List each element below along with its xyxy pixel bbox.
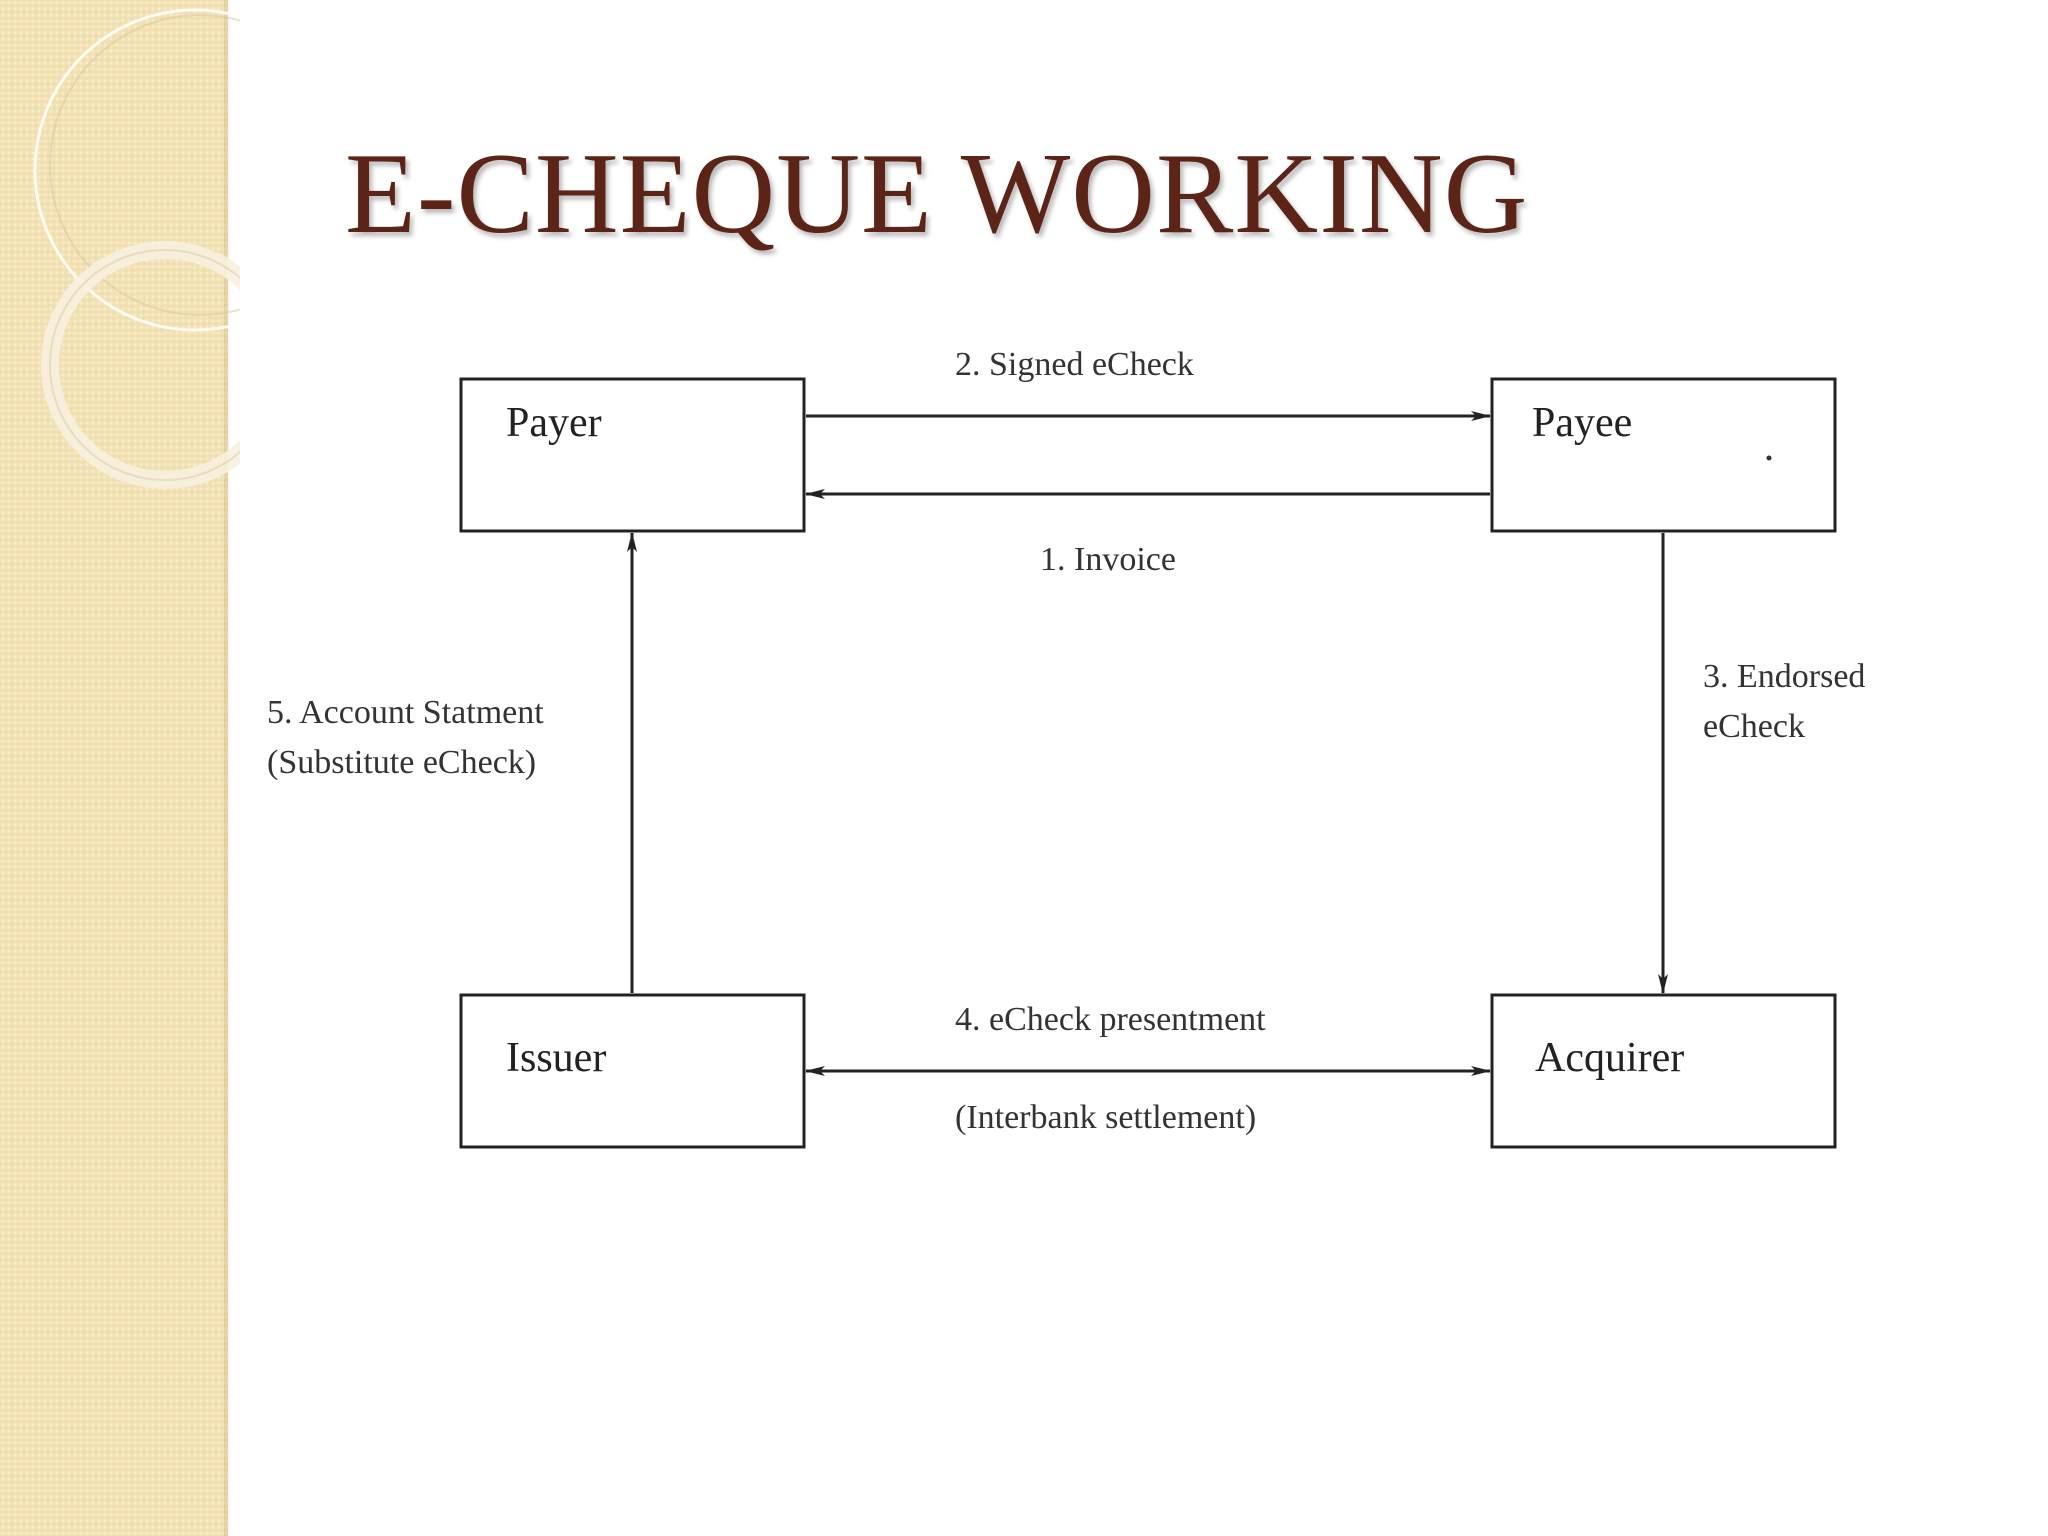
- node-payer: Payer: [459, 377, 806, 533]
- edge-endorsed-echeck: 3. Endorsed eCheck: [1658, 533, 1865, 994]
- invoice-label: 1. Invoice: [1040, 541, 1176, 578]
- account-statement-label-line1: 5. Account Statment: [267, 694, 544, 731]
- payer-label: Payer: [506, 400, 602, 446]
- payer-box: [459, 377, 806, 533]
- endorsed-echeck-label-line2: eCheck: [1703, 708, 1805, 745]
- node-acquirer: Acquirer: [1490, 993, 1837, 1149]
- issuer-box: [459, 993, 806, 1149]
- payee-box: [1490, 377, 1837, 533]
- issuer-label: Issuer: [506, 1035, 606, 1081]
- acquirer-label: Acquirer: [1535, 1035, 1684, 1081]
- side-strip-edge: [224, 0, 230, 1536]
- slide-title: E-CHEQUE WORKING: [345, 130, 1529, 258]
- presentment-label-line2: (Interbank settlement): [955, 1099, 1256, 1136]
- edge-invoice: 1. Invoice: [805, 489, 1490, 578]
- endorsed-echeck-label-line1: 3. Endorsed: [1703, 658, 1865, 695]
- node-issuer: Issuer: [459, 993, 806, 1149]
- account-statement-label-line2: (Substitute eCheck): [267, 744, 536, 781]
- stray-dot: [1766, 455, 1772, 461]
- edge-account-statement: 5. Account Statment (Substitute eCheck): [267, 532, 637, 993]
- small-ring-edge: [49, 249, 240, 481]
- large-ring-outer: [33, 8, 240, 332]
- payee-label: Payee: [1532, 400, 1632, 446]
- acquirer-box: [1490, 993, 1837, 1149]
- edge-echeck-presentment: 4. eCheck presentment (Interbank settlem…: [805, 1001, 1491, 1136]
- large-ring-inner: [49, 14, 240, 316]
- signed-echeck-label: 2. Signed eCheck: [955, 346, 1194, 383]
- decorative-rings: [33, 8, 240, 489]
- node-payee: Payee: [1490, 377, 1837, 533]
- edge-signed-echeck: 2. Signed eCheck: [806, 346, 1491, 421]
- presentment-label-line1: 4. eCheck presentment: [955, 1001, 1266, 1038]
- small-ring: [41, 241, 240, 489]
